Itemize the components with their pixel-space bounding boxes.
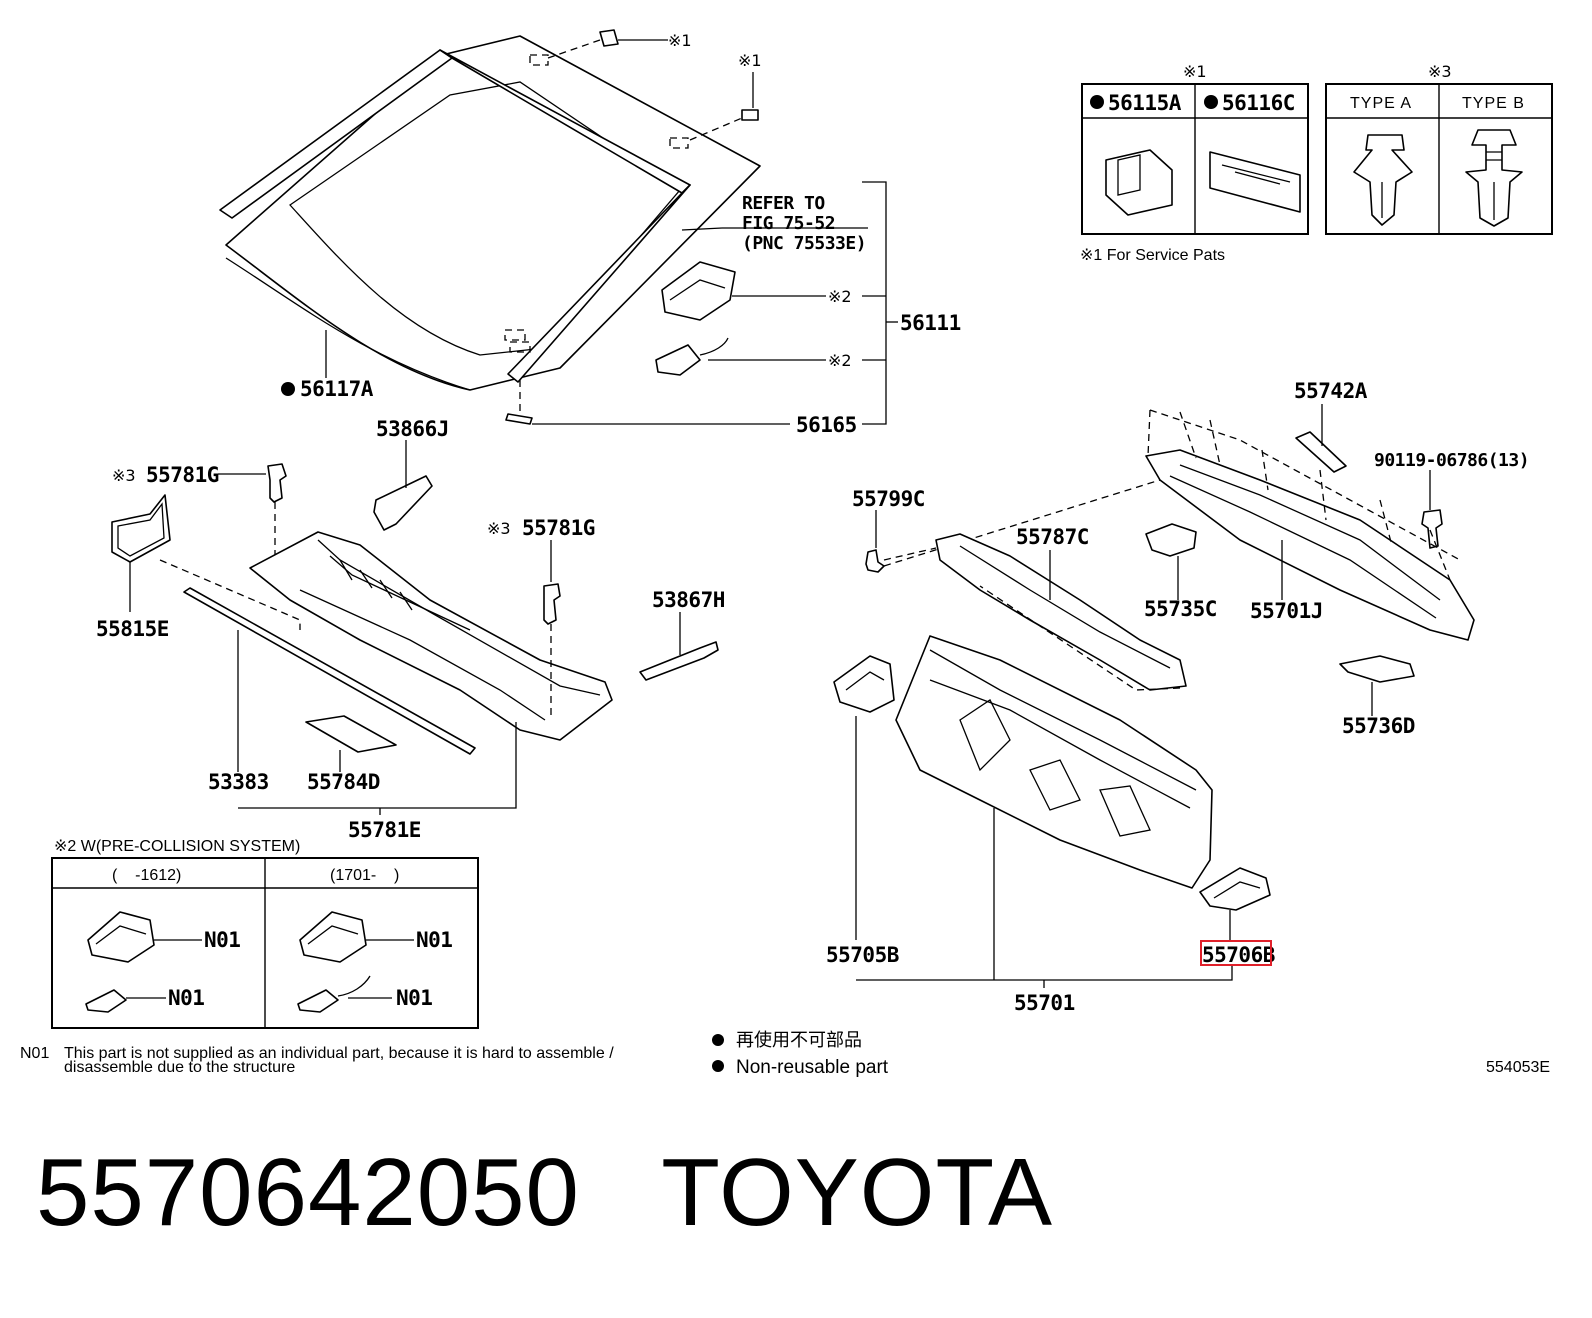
part-number: 5570642050 [36, 1139, 580, 1246]
service-table-col1: 56115A [1108, 91, 1182, 115]
pcs-table-title: ※2 W(PRE-COLLISION SYSTEM) [54, 838, 300, 855]
note-3-mark: ※3 [112, 466, 136, 485]
service-parts-table [1081, 83, 1309, 235]
part-label-55781E: 55781E [348, 818, 421, 842]
part-label-55799C: 55799C [852, 487, 925, 511]
cowl-top-assembly [833, 404, 1475, 988]
part-label-53867H: 53867H [652, 588, 725, 612]
part-label-55787C: 55787C [1016, 525, 1089, 549]
note-1-mark: ※1 [668, 31, 692, 50]
legend-english: Non-reusable part [736, 1057, 889, 1078]
n01-label: N01 [416, 928, 452, 952]
n01-label: N01 [204, 928, 240, 952]
part-label-56117A: 56117A [300, 377, 374, 401]
windshield-glass [219, 35, 761, 391]
part-label-55706B[interactable]: 55706B [1202, 943, 1275, 967]
n01-description-line1: This part is not supplied as an individu… [64, 1045, 614, 1062]
pre-collision-table [51, 857, 479, 1029]
refer-line-2: FIG 75-52 [742, 213, 835, 234]
part-label-55701J: 55701J [1250, 599, 1323, 623]
refer-line-3: (PNC 75533E) [742, 233, 866, 254]
service-table-mark: ※1 [1183, 62, 1207, 81]
part-label-56165: 56165 [796, 413, 857, 437]
part-label-55742A: 55742A [1294, 379, 1368, 403]
non-reusable-dot-icon [712, 1060, 724, 1072]
non-reusable-dot-icon [1204, 95, 1218, 109]
service-table-footnote: ※1 For Service Pats [1080, 247, 1225, 264]
highlight-box [1200, 940, 1272, 966]
part-label-56111: 56111 [900, 311, 961, 335]
n01-code: N01 [20, 1045, 49, 1062]
legend-chinese: 再使用不可部品 [736, 1030, 862, 1050]
refer-line-1: REFER TO [742, 193, 825, 214]
clip-type-b-label: TYPE B [1462, 95, 1525, 112]
n01-description-line2: disassemble due to the structure [64, 1059, 295, 1076]
brand-name: TOYOTA [661, 1139, 1054, 1246]
cowl-louver-assembly [111, 440, 719, 815]
clip-type-table [1325, 83, 1553, 235]
non-reusable-dot-icon [281, 382, 295, 396]
part-label-55781G: 55781G [522, 516, 595, 540]
service-pad-icon [505, 29, 759, 425]
camera-bracket-icon [655, 261, 736, 376]
clip-type-a-label: TYPE A [1350, 95, 1412, 112]
figure-id: 554053E [1486, 1059, 1550, 1076]
non-reusable-dot-icon [712, 1034, 724, 1046]
n01-label: N01 [396, 986, 432, 1010]
part-label-55701: 55701 [1014, 991, 1075, 1015]
part-label-55781G: 55781G [146, 463, 219, 487]
caption-gap [580, 1139, 661, 1246]
pcs-col1-range: ( -1612) [112, 867, 181, 884]
part-label-55815E: 55815E [96, 617, 169, 641]
non-reusable-dot-icon [1090, 95, 1104, 109]
part-caption: 5570642050 TOYOTA [36, 1138, 1053, 1248]
note-1-mark: ※1 [738, 51, 762, 70]
part-label-90119-06786: 90119-06786(13) [1374, 450, 1529, 471]
note-3-mark: ※3 [487, 519, 511, 538]
part-label-55784D: 55784D [307, 770, 380, 794]
clip-table-mark: ※3 [1428, 62, 1452, 81]
part-label-55736D: 55736D [1342, 714, 1415, 738]
service-table-col2: 56116C [1222, 91, 1295, 115]
part-label-53383: 53383 [208, 770, 269, 794]
note-2-mark: ※2 [828, 287, 852, 306]
part-label-55705B: 55705B [826, 943, 899, 967]
n01-label: N01 [168, 986, 204, 1010]
part-label-55735C: 55735C [1144, 597, 1217, 621]
part-label-53866J: 53866J [376, 417, 449, 441]
pcs-col2-range: (1701- ) [330, 867, 399, 884]
note-2-mark: ※2 [828, 351, 852, 370]
